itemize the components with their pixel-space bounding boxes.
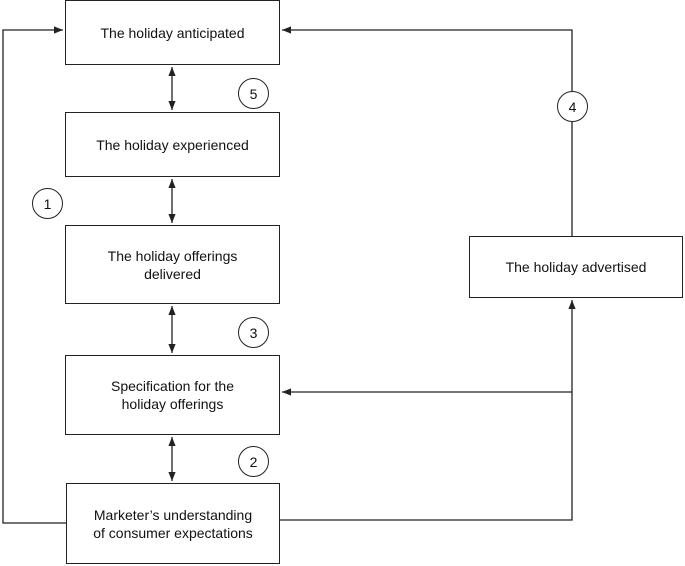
arrow-left-loop — [2, 26, 66, 524]
arrow-understanding-to-advertised — [280, 300, 576, 521]
box-specification: Specification for the holiday offerings — [65, 355, 280, 435]
box-label: The holiday experienced — [96, 136, 249, 153]
gap-marker-5: 5 — [238, 78, 269, 109]
gap-marker-3: 3 — [238, 317, 269, 348]
gap-number: 2 — [249, 453, 258, 470]
box-marketer-understanding: Marketer’s understanding of consumer exp… — [66, 483, 280, 564]
box-label: Specification for the holiday offerings — [111, 378, 234, 412]
gap-number: 1 — [43, 195, 52, 212]
box-label: The holiday advertised — [505, 259, 647, 275]
gap-marker-1: 1 — [32, 188, 63, 219]
box-holiday-advertised: The holiday advertised — [469, 236, 683, 298]
box-label: The holiday anticipated — [100, 24, 245, 41]
box-holiday-offerings-delivered: The holiday offerings delivered — [65, 225, 280, 304]
gap-number: 4 — [568, 98, 577, 115]
box-holiday-anticipated: The holiday anticipated — [65, 0, 280, 65]
box-label: Marketer’s understanding of consumer exp… — [93, 506, 253, 541]
box-label: The holiday offerings delivered — [107, 247, 238, 282]
box-holiday-experienced: The holiday experienced — [65, 112, 280, 177]
gap-number: 5 — [249, 85, 258, 102]
gap-marker-4: 4 — [557, 91, 588, 122]
gap-marker-2: 2 — [238, 446, 269, 477]
arrow-advertised-to-anticipated — [282, 26, 573, 236]
gap-number: 3 — [249, 324, 258, 341]
